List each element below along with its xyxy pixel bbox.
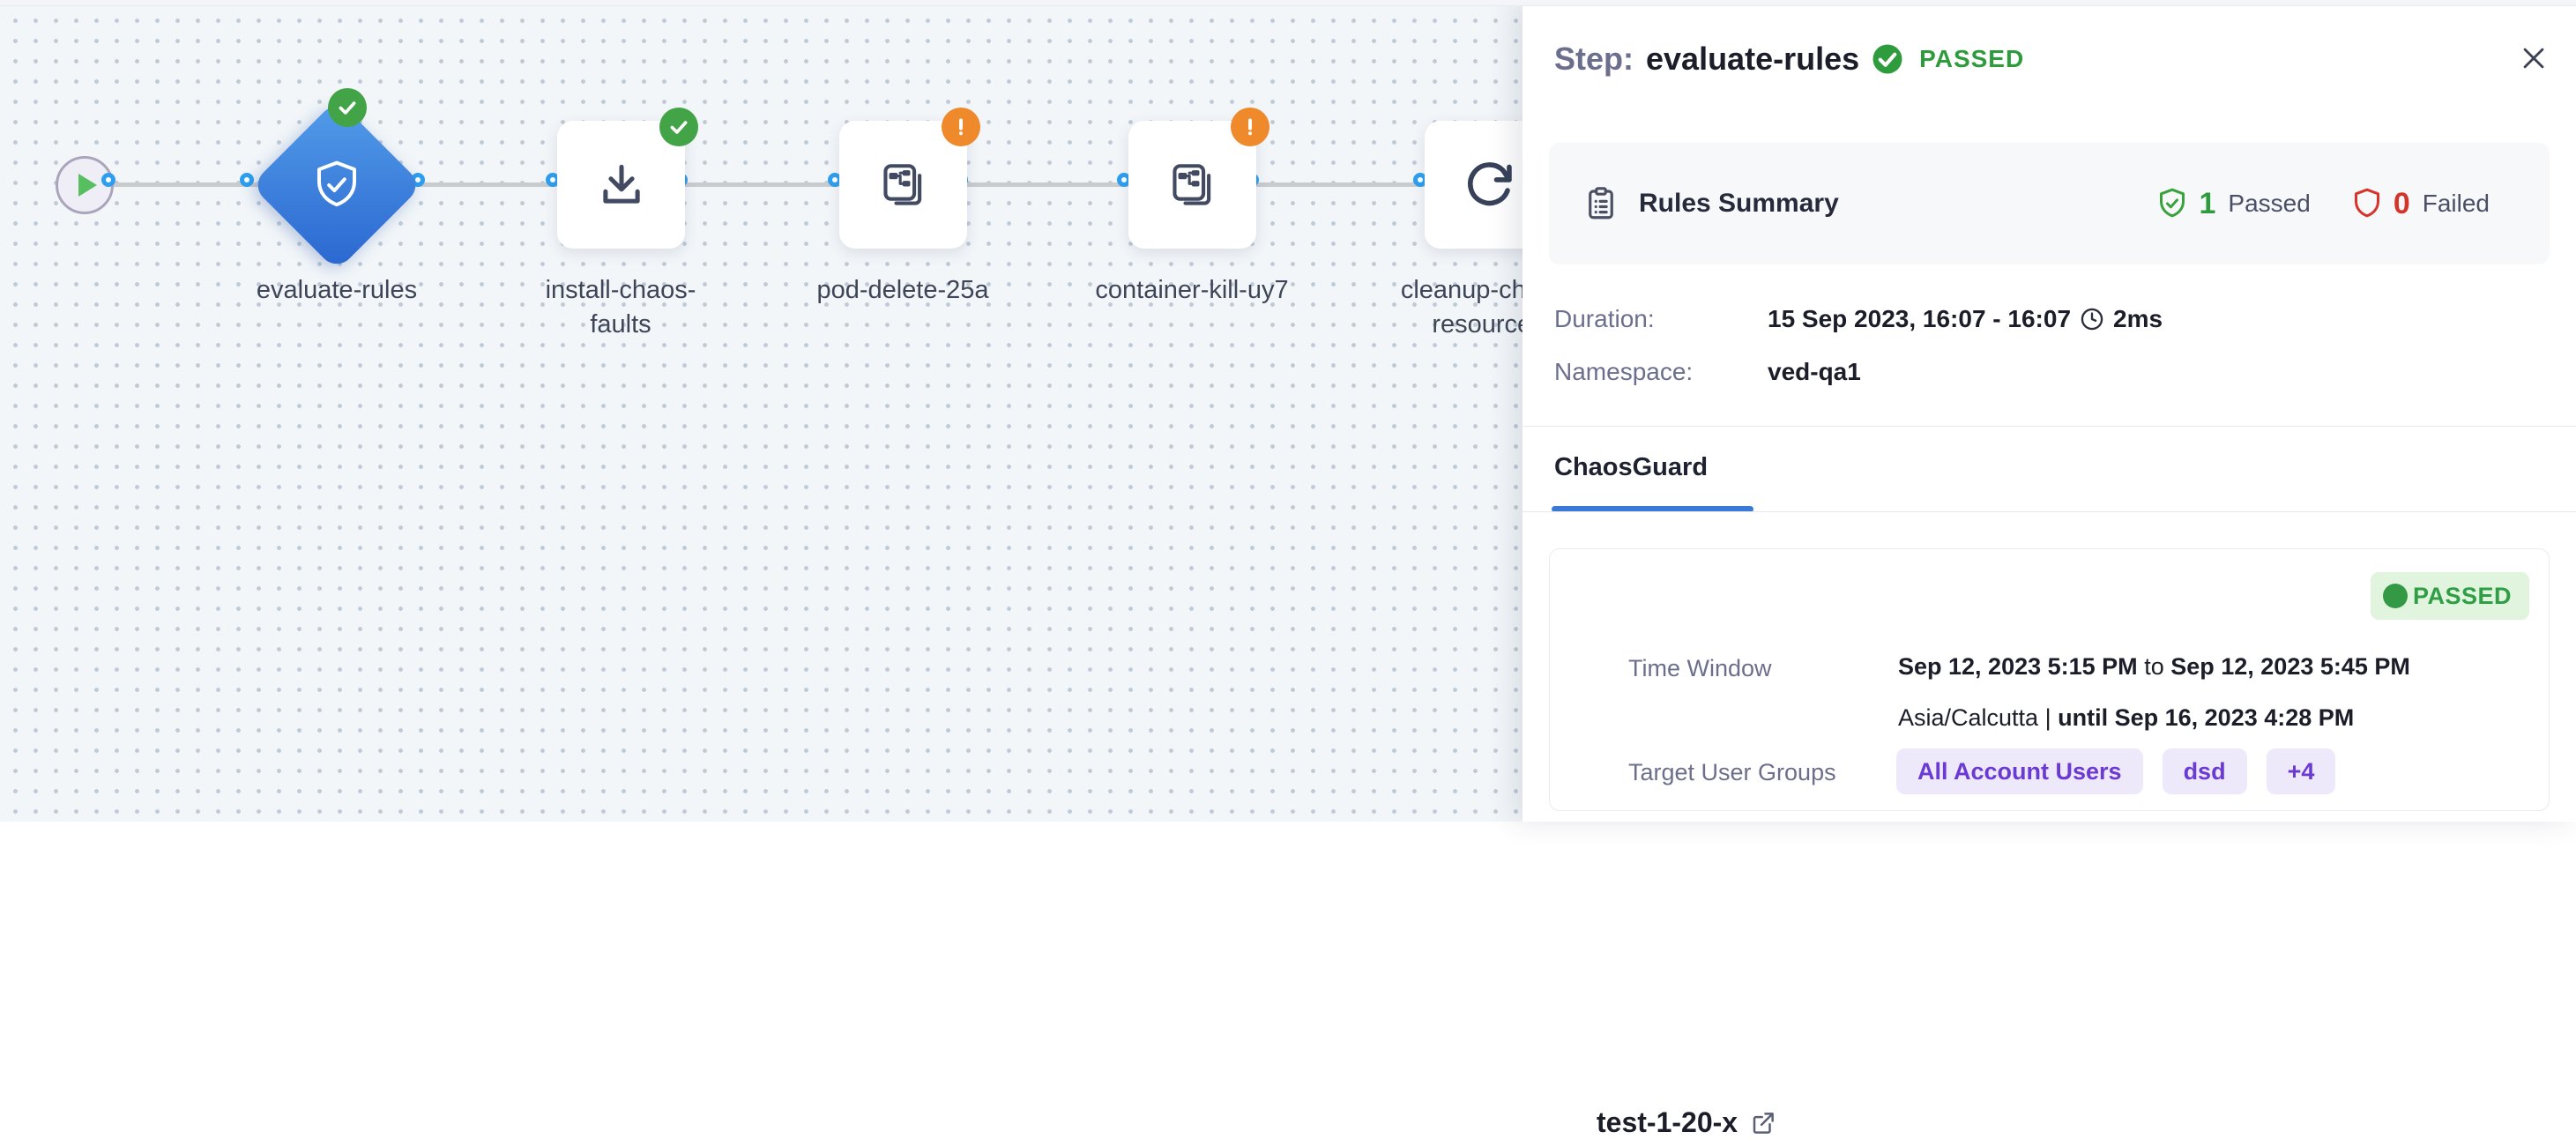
clipboard-icon	[1582, 185, 1619, 222]
target-user-groups-label: Target User Groups	[1628, 759, 1836, 785]
node-label: pod-delete-25a	[816, 276, 989, 304]
node-label: cleanup-chaos-resources	[1400, 276, 1523, 339]
shield-check-icon	[309, 157, 365, 213]
passed-label: Passed	[2228, 190, 2311, 217]
target-user-groups-chips: All Account Users dsd +4	[1896, 748, 2336, 794]
check-circle-icon	[1872, 43, 1903, 75]
shield-icon	[2349, 186, 2385, 221]
namespace-label: Namespace:	[1554, 358, 1694, 385]
step-status-text: PASSED	[1919, 45, 2025, 72]
node-pod-delete-25a[interactable]	[839, 108, 980, 249]
node-install-chaos-faults[interactable]	[557, 108, 698, 249]
node-label: evaluate-rules	[256, 276, 418, 304]
failed-label: Failed	[2422, 190, 2490, 217]
pipeline-canvas: evaluate-rules install-chaos-faults pod-…	[0, 0, 1523, 822]
shield-check-icon	[2155, 186, 2190, 221]
duration-value: 15 Sep 2023, 16:07 - 16:07	[1768, 305, 2072, 332]
failed-stat: 0 Failed	[2349, 186, 2490, 221]
status-warning-badge	[1231, 108, 1269, 146]
user-group-chip: All Account Users	[1896, 748, 2143, 794]
time-window-end: Sep 12, 2023 5:45 PM	[2170, 653, 2410, 680]
node-cleanup-chaos-resources[interactable]	[1425, 121, 1523, 249]
refresh-icon	[1463, 160, 1515, 211]
play-icon	[78, 174, 97, 197]
close-icon[interactable]	[2516, 41, 2551, 76]
step-name: evaluate-rules	[1646, 41, 1860, 77]
chaosguard-card: test-1-20-x PASSED Time Window Sep 12, 2…	[1549, 548, 2550, 1138]
node-container-kill-uy7[interactable]	[1128, 108, 1269, 249]
guard-status-text: PASSED	[2412, 582, 2512, 609]
node-label: install-chaos-faults	[545, 276, 696, 339]
passed-count: 1	[2199, 186, 2216, 220]
duration-row: Duration: 15 Sep 2023, 16:07 - 16:07 2ms	[1554, 305, 2163, 333]
tab-chaosguard[interactable]: ChaosGuard	[1554, 453, 1709, 481]
namespace-value: ved-qa1	[1768, 358, 1861, 385]
status-dot	[2382, 584, 2408, 608]
failed-count: 0	[2393, 186, 2410, 220]
status-warning-badge	[942, 108, 980, 146]
user-group-chip: dsd	[2162, 748, 2247, 794]
pipeline-start-node[interactable]	[56, 156, 114, 214]
divider	[1523, 511, 2576, 512]
step-prefix-label: Step:	[1554, 41, 1634, 77]
rules-summary-title: Rules Summary	[1639, 189, 1839, 218]
node-label: container-kill-uy7	[1095, 276, 1289, 304]
experiment-icon	[878, 160, 929, 211]
namespace-row: Namespace: ved-qa1	[1554, 358, 1861, 386]
external-link-icon[interactable]	[1750, 1110, 1776, 1136]
rules-summary-bar: Rules Summary 1 Passed 0	[1549, 143, 2550, 264]
node-evaluate-rules[interactable]	[250, 99, 423, 272]
duration-ms: 2ms	[2113, 305, 2163, 332]
status-passed-badge	[328, 88, 367, 127]
download-icon	[596, 160, 647, 211]
pipeline-connector-line	[85, 182, 1523, 187]
divider	[1523, 426, 2576, 427]
time-window-label: Time Window	[1628, 655, 1772, 681]
top-strip	[0, 0, 2576, 6]
duration-label: Duration:	[1554, 305, 1655, 332]
time-window-joiner: to	[2144, 653, 2164, 680]
panel-header: Step: evaluate-rules PASSED	[1554, 41, 2024, 78]
port	[240, 173, 254, 187]
timezone-value: Asia/Calcutta	[1898, 704, 2039, 731]
port	[101, 173, 115, 187]
status-passed-badge	[659, 108, 698, 146]
user-group-chip-more[interactable]: +4	[2266, 748, 2336, 794]
passed-stat: 1 Passed	[2155, 186, 2311, 221]
separator: |	[2044, 704, 2051, 731]
until-value: until Sep 16, 2023 4:28 PM	[2058, 704, 2355, 731]
timezone-line: Asia/Calcutta | until Sep 16, 2023 4:28 …	[1898, 704, 2354, 732]
time-window-value: Sep 12, 2023 5:15 PM to Sep 12, 2023 5:4…	[1898, 653, 2410, 681]
time-window-start: Sep 12, 2023 5:15 PM	[1898, 653, 2138, 680]
clock-icon	[2080, 307, 2104, 331]
step-details-panel: Step: evaluate-rules PASSED	[1523, 0, 2576, 1138]
guard-status-badge: PASSED	[2370, 572, 2529, 620]
tab-active-underline	[1552, 506, 1753, 512]
guard-name: test-1-20-x	[1597, 1106, 1738, 1138]
experiment-icon	[1167, 160, 1218, 211]
